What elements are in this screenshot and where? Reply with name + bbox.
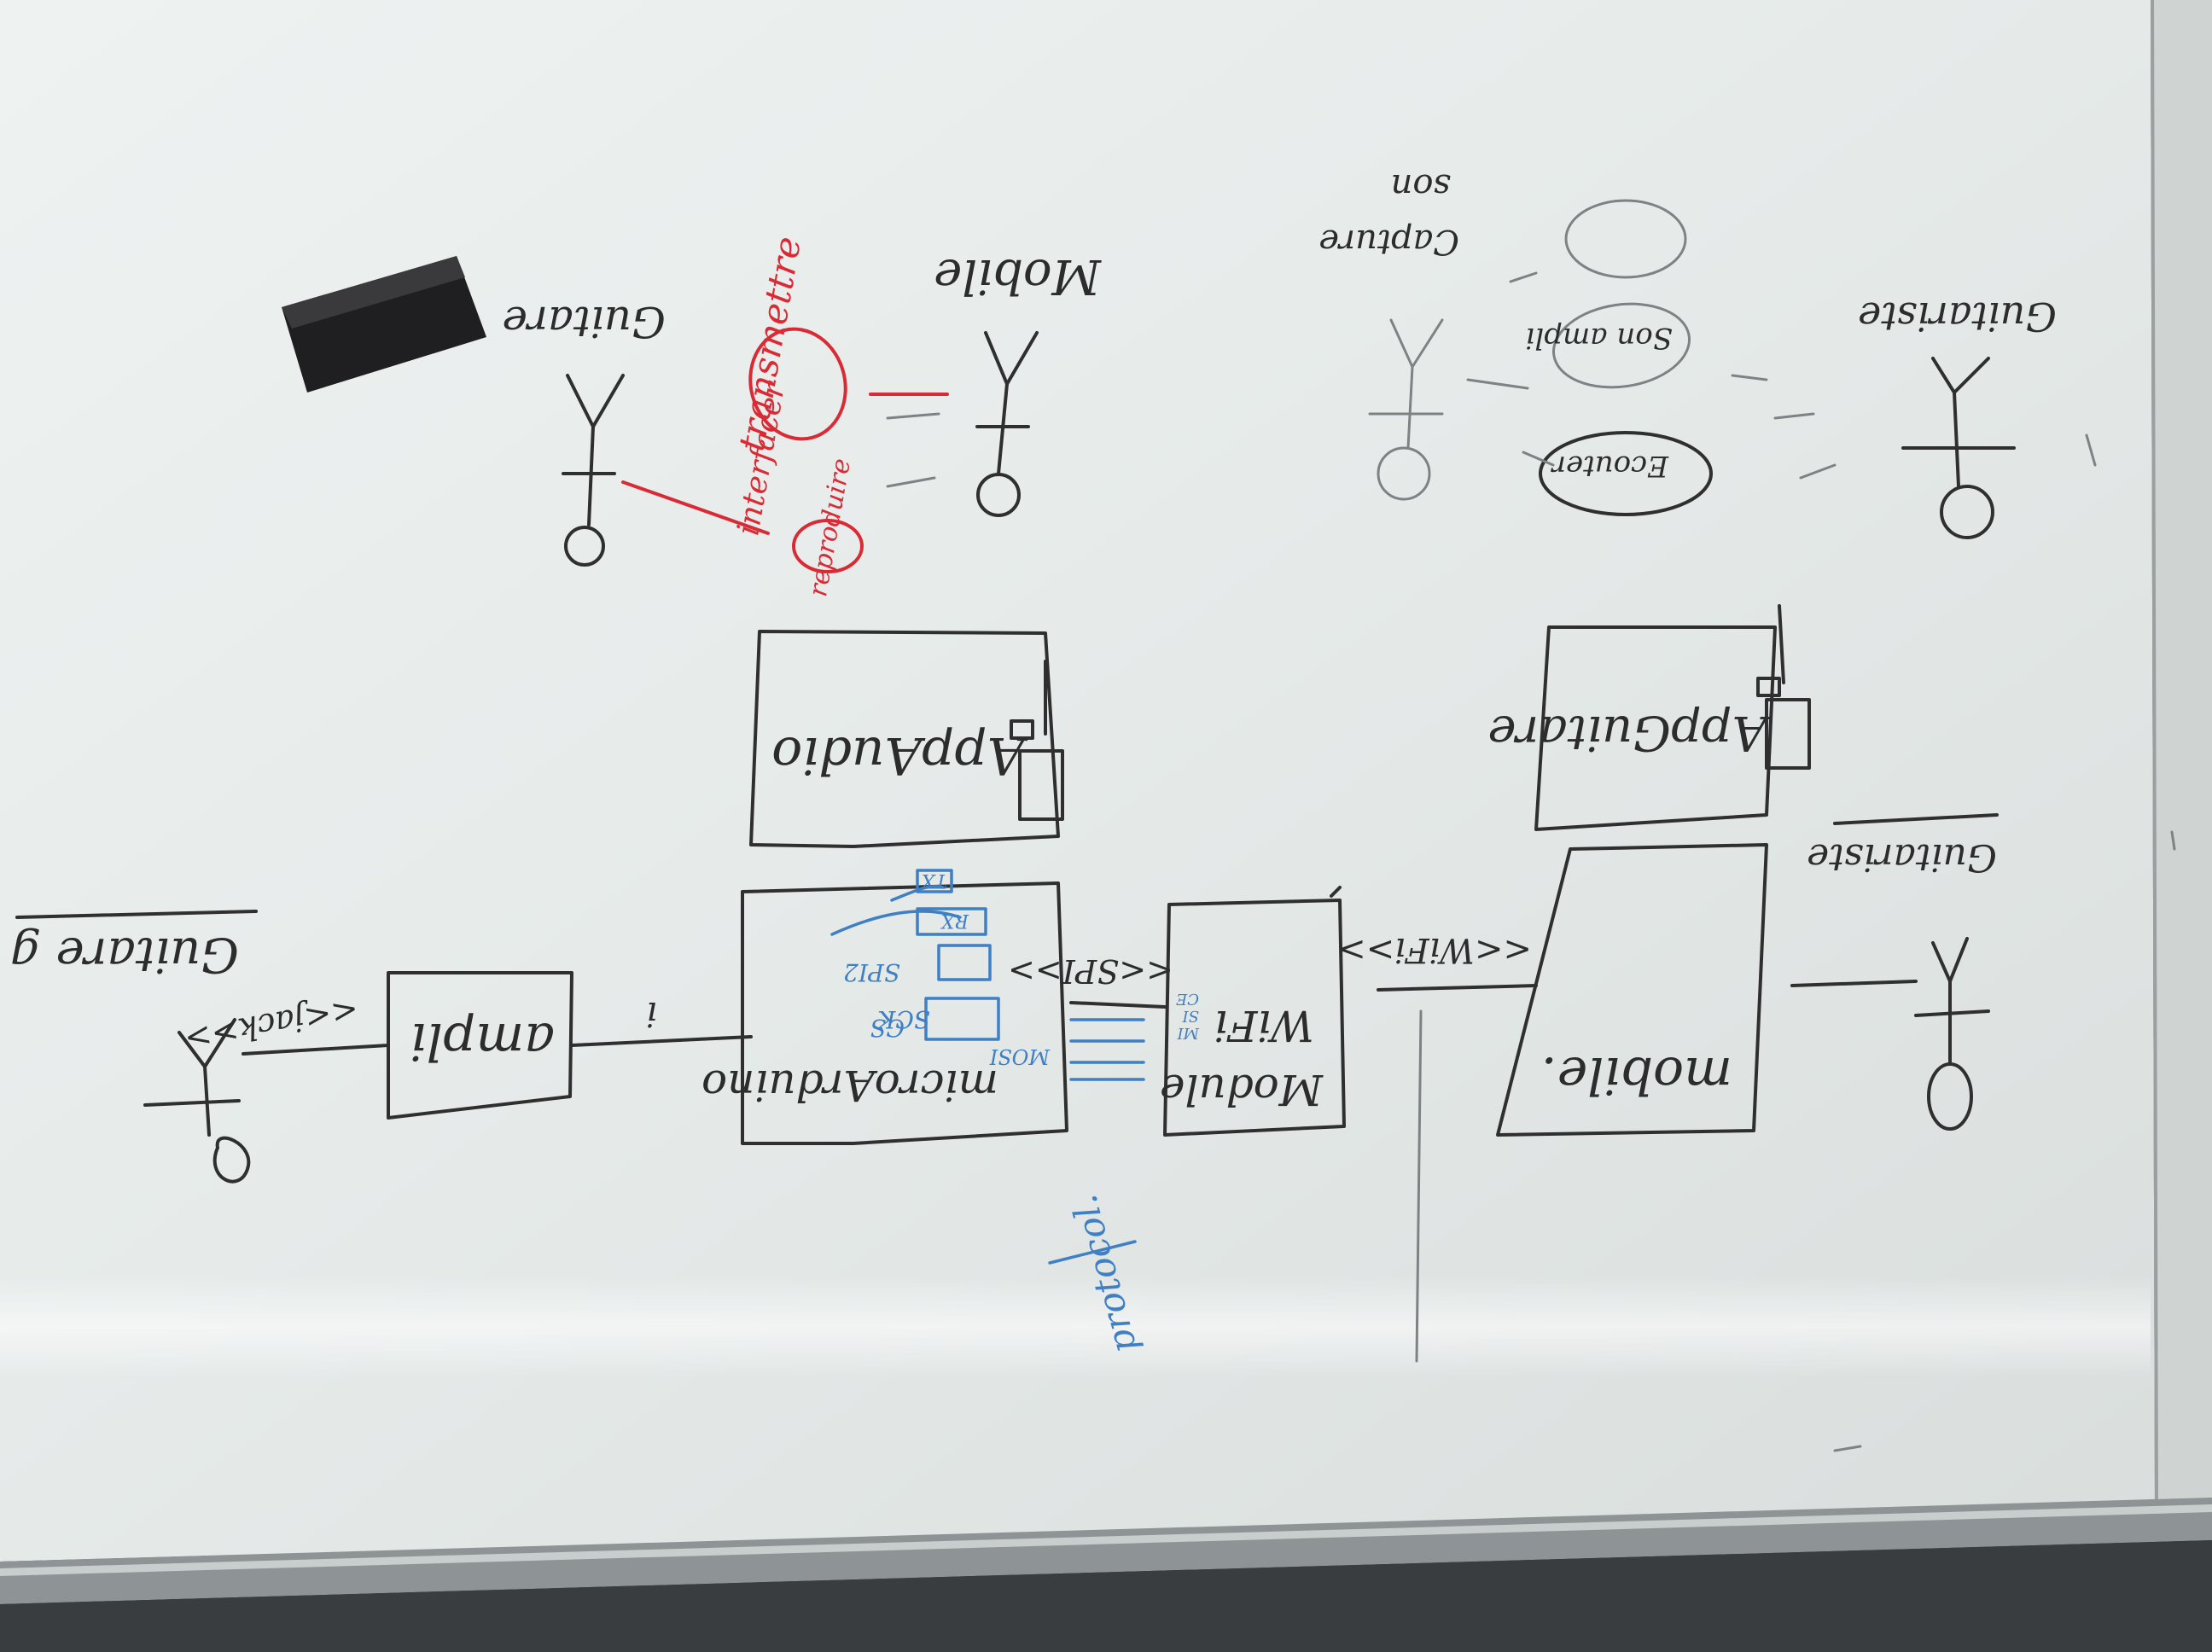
actor-mobile: Mobile [934,248,1102,517]
sticky-note-label: Guitare g [10,927,239,982]
use-case-son-ampli: Son ampli [1526,302,1691,389]
whiteboard-surface [0,0,2155,1562]
pin-mi-1: MI [1177,1024,1200,1042]
node-wifi-module: Module WiFi MI SI CE [1160,886,1346,1137]
eraser [282,256,486,393]
actor-capture-son: Capture son [1318,166,1459,501]
pin-mosi: MOSI [989,1044,1051,1068]
component-app-guitare-label: AppGuitare [1487,705,1771,760]
node-micro-arduino: microArduino CS MOSI SCK SPI2 TX RX [701,869,1068,1145]
stereotype-spi: <<SPI>> [1008,952,1173,990]
actor-guitare-bottom-left [143,1018,251,1184]
pin-mi-3: CE [1176,990,1199,1008]
spi-connections: <<SPI>> [1008,952,1173,1081]
use-case-ecouter: Ecouter [1539,431,1713,516]
sticky-note: Guitare g [10,910,258,982]
component-app-guitare: AppGuitare [1487,604,1811,831]
actor-guitariste-bottom: Guitariste [1807,813,1999,1131]
node-ampli-label: ampli [410,1011,555,1071]
node-micro-arduino-label: microArduino [701,1061,998,1110]
stereotype-wifi: <<WiFi>> [1337,930,1532,969]
component-app-audio-label: AppAudio [771,725,1028,785]
pin-cs: CS [870,1014,905,1042]
actor-capture-label: Capture [1318,222,1459,261]
node-wifi-label: WiFi [1214,1001,1314,1050]
wall-below [0,1540,2212,1652]
link-ampli-label: i [646,994,657,1033]
actor-mobile-label: Mobile [934,248,1102,304]
actor-capture-label-2: son [1391,166,1451,206]
node-mobile: mobile. [1496,843,1768,1137]
pin-mi-2: SI [1182,1007,1199,1025]
actor-guitariste-top: Guitariste [1858,294,2057,539]
node-ampli: ampli [387,971,573,1120]
actor-guitariste-top-label: Guitariste [1858,294,2057,340]
node-module-label: Module [1160,1065,1324,1114]
whiteboard-frame-right [2151,0,2212,1502]
use-case-ecouter-label: Ecouter [1551,449,1669,483]
pin-sck: SCK [876,1005,930,1033]
actor-guitariste-bottom-label: Guitariste [1807,835,1997,879]
component-app-audio: AppAudio [749,630,1064,848]
use-case-son-ampli-label: Son ampli [1526,321,1674,355]
actor-guitare: Guitare [502,297,666,567]
actor-guitare-label: Guitare [502,297,666,346]
pin-spi2: SPI2 [843,958,900,986]
node-mobile-label: mobile. [1541,1045,1732,1105]
